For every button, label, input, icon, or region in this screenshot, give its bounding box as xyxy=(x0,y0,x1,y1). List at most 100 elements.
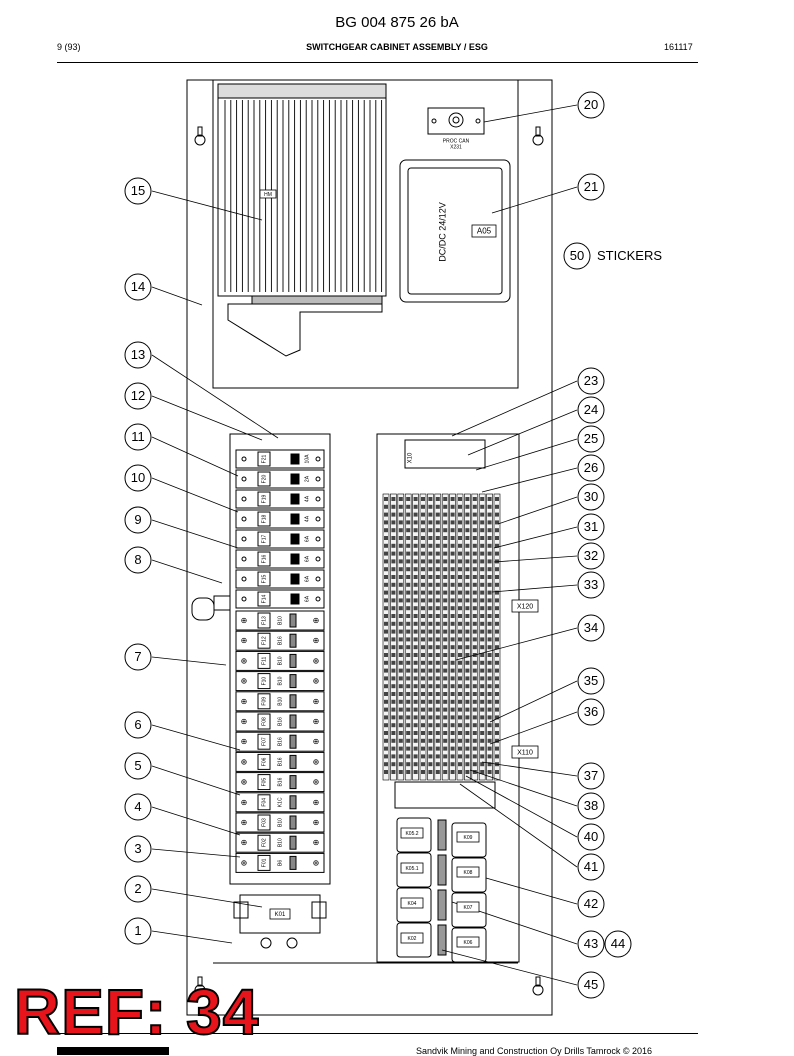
terminal-point xyxy=(495,621,499,626)
terminal-point xyxy=(428,762,433,767)
fuse-holder xyxy=(235,469,325,489)
terminal-point xyxy=(435,754,440,759)
terminal-point xyxy=(421,504,425,509)
callout-leader xyxy=(151,286,203,306)
relay-label: K09 xyxy=(464,835,473,841)
fuse-label-box xyxy=(257,591,271,607)
terminal-point xyxy=(480,567,485,572)
fuse-id: F15 xyxy=(261,574,267,583)
terminal-point xyxy=(384,684,388,689)
terminal-point xyxy=(443,770,448,774)
terminal-point xyxy=(413,520,418,525)
terminal-point xyxy=(413,715,418,720)
terminal-point xyxy=(391,637,396,642)
terminal-point xyxy=(391,512,396,517)
terminal-screw: ⊕ xyxy=(313,636,320,645)
fuse-lever xyxy=(290,493,300,505)
terminal-point xyxy=(443,668,448,673)
terminal-point xyxy=(480,528,485,533)
callout-number: 32 xyxy=(584,548,598,563)
terminal-point xyxy=(480,637,485,642)
callout-number: 2 xyxy=(134,881,141,896)
terminal-point xyxy=(435,653,440,657)
terminal-strip xyxy=(464,493,471,781)
terminal-screw: ⊕ xyxy=(313,858,320,867)
terminal-point xyxy=(465,536,470,540)
terminal-point xyxy=(472,598,477,603)
breaker xyxy=(235,731,325,752)
terminal-point xyxy=(413,512,418,517)
terminal-point xyxy=(435,723,440,728)
terminal-point xyxy=(398,762,403,767)
terminal-point xyxy=(458,590,462,595)
terminal-point xyxy=(421,606,425,611)
terminal-point xyxy=(472,582,477,587)
terminal-point xyxy=(472,590,477,595)
terminal-point xyxy=(384,520,388,525)
callout-balloon xyxy=(577,513,605,541)
terminal-point xyxy=(480,504,485,509)
breaker xyxy=(235,610,325,631)
terminal-point xyxy=(398,723,403,728)
terminal-point xyxy=(472,637,477,642)
terminal-point xyxy=(406,738,411,743)
breaker xyxy=(235,630,325,651)
terminal-point xyxy=(465,668,470,673)
terminal-point xyxy=(458,536,462,540)
terminal-point xyxy=(458,660,462,665)
terminal-point xyxy=(398,504,403,509)
relay-label: K02 xyxy=(408,936,417,942)
terminal-point xyxy=(495,551,499,556)
callout-balloon xyxy=(577,425,605,453)
terminal-point xyxy=(458,504,462,509)
terminal-point xyxy=(398,770,403,774)
terminal-point xyxy=(458,668,462,673)
callout-leader xyxy=(493,555,578,563)
terminal-point xyxy=(428,520,433,525)
terminal-point xyxy=(495,668,499,673)
terminal-strip xyxy=(493,493,501,781)
terminal-point xyxy=(413,637,418,642)
callout-number: 14 xyxy=(131,279,145,294)
terminal-point xyxy=(428,614,433,618)
terminal-point xyxy=(450,512,455,517)
terminal-point xyxy=(443,543,448,548)
terminal-screw xyxy=(241,596,247,602)
terminal-point xyxy=(435,575,440,579)
terminal-point xyxy=(421,676,425,681)
fuse-lever xyxy=(290,513,300,525)
terminal-point xyxy=(384,606,388,611)
terminal-screw xyxy=(241,556,247,562)
terminal-point xyxy=(487,614,492,618)
terminal-point xyxy=(472,660,477,665)
k01-bracket xyxy=(311,901,327,919)
terminal-screw: ⊕ xyxy=(241,757,248,766)
terminal-point xyxy=(450,684,455,689)
terminal-point xyxy=(428,770,433,774)
terminal-point xyxy=(421,536,425,540)
k01-bracket xyxy=(233,901,249,919)
fuse-id: F20 xyxy=(261,474,267,483)
terminal-point xyxy=(465,528,470,533)
terminal-point xyxy=(384,660,388,665)
terminal-point xyxy=(406,512,411,517)
terminal-point xyxy=(384,699,388,704)
terminal-point xyxy=(458,551,462,556)
terminal-point xyxy=(465,723,470,728)
terminal-point xyxy=(421,668,425,673)
terminal-screw xyxy=(315,576,321,582)
terminal-point xyxy=(443,536,448,540)
callout-balloon xyxy=(563,242,591,270)
terminal-point xyxy=(428,731,433,735)
terminal-point xyxy=(435,504,440,509)
terminal-point xyxy=(487,723,492,728)
terminal-point xyxy=(421,660,425,665)
terminal-screw: ⊕ xyxy=(313,616,320,625)
terminal-point xyxy=(391,614,396,618)
terminal-point xyxy=(450,731,455,735)
callout-leader xyxy=(455,627,578,661)
terminal-point xyxy=(421,567,425,572)
terminal-screw xyxy=(241,576,247,582)
keyhole-slot xyxy=(194,984,206,996)
terminal-point xyxy=(443,684,448,689)
